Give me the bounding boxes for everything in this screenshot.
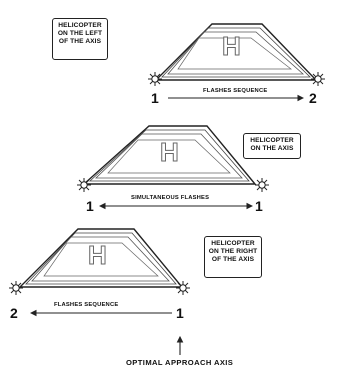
light-number-right-scene-3: 1 <box>176 305 184 321</box>
caption-box-scene-3: HELICOPTER ON THE RIGHT OF THE AXIS <box>204 236 262 278</box>
sequence-label-scene-1: FLASHES SEQUENCE <box>203 88 268 94</box>
flashing-light-icon <box>254 177 270 193</box>
light-number-left-scene-1: 1 <box>151 90 159 106</box>
pad-marking-h: H <box>160 137 180 168</box>
caption-line: HELICOPTER <box>58 22 102 29</box>
caption-box-scene-1: HELICOPTER ON THE LEFT OF THE AXIS <box>52 18 108 60</box>
flashing-light-icon <box>147 71 163 87</box>
caption-line: HELICOPTER <box>211 240 255 247</box>
flashing-light-icon <box>8 280 24 296</box>
helipad-scene-3 <box>18 228 184 288</box>
light-number-right-scene-1: 2 <box>309 90 317 106</box>
caption-box-scene-2: HELICOPTER ON THE AXIS <box>243 133 301 159</box>
light-number-left-scene-3: 2 <box>10 305 18 321</box>
caption-line: ON THE AXIS <box>250 145 294 152</box>
helipad-scene-2 <box>82 125 257 185</box>
caption-line: ON THE LEFT <box>57 30 103 37</box>
light-number-left-scene-2: 1 <box>86 198 94 214</box>
caption-line: OF THE AXIS <box>58 38 102 45</box>
flashing-light-icon <box>175 280 191 296</box>
optimal-approach-axis-label: OPTIMAL APPROACH AXIS <box>126 358 234 367</box>
pad-marking-h: H <box>222 31 242 62</box>
helipad-scene-1 <box>154 23 318 81</box>
flashing-light-icon <box>310 71 326 87</box>
caption-line: HELICOPTER <box>250 137 294 144</box>
light-number-right-scene-2: 1 <box>255 198 263 214</box>
sequence-label-scene-2: SIMULTANEOUS FLASHES <box>131 195 210 201</box>
sequence-label-scene-3: FLASHES SEQUENCE <box>54 302 119 308</box>
pad-marking-h: H <box>88 240 108 271</box>
flashing-light-icon <box>76 177 92 193</box>
caption-line: OF THE AXIS <box>211 256 255 263</box>
caption-line: ON THE RIGHT <box>208 248 258 255</box>
